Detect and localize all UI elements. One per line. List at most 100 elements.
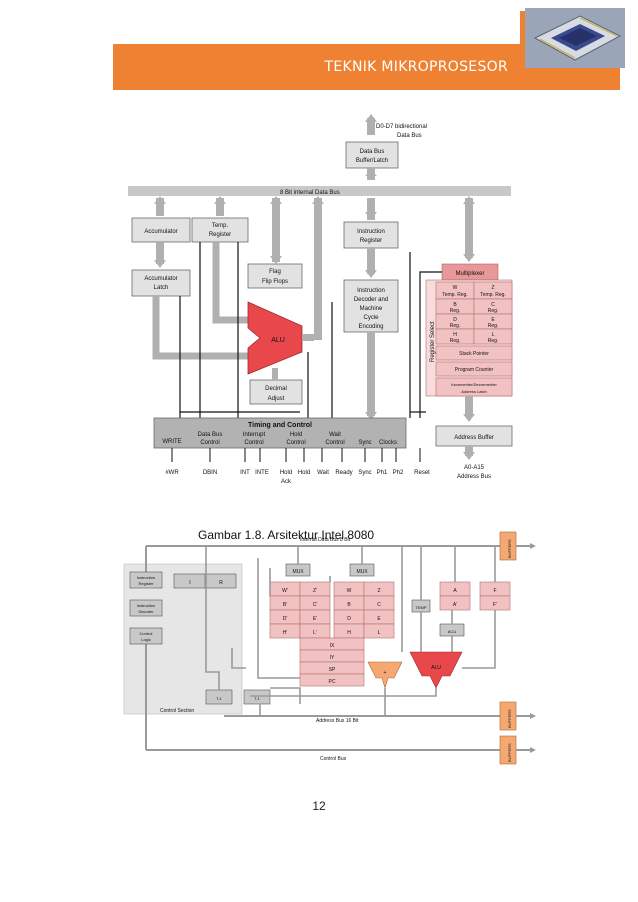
address-buffer-label: Address Buffer	[454, 435, 494, 441]
control-section-panel	[123, 563, 243, 715]
reg-c-prime: C'	[313, 602, 318, 608]
reg-d-suffix: Reg.	[450, 323, 461, 329]
instr-reg-label-2: Register	[139, 581, 155, 586]
timing-hold-2: Control	[286, 440, 305, 446]
reg-e-prime: E'	[313, 616, 317, 622]
page-number: 12	[312, 799, 326, 813]
sig-ph2: Ph2	[393, 470, 404, 476]
alu-label: ALU	[271, 337, 285, 344]
reg-l: L	[492, 332, 495, 338]
flag-label-1: Flag	[269, 269, 281, 275]
temp-register-label-1: Temp.	[212, 223, 229, 229]
buffers-top-label: BUFFERS	[507, 539, 512, 558]
ctrl-logic-label-2: Logic	[141, 637, 151, 642]
page-header-title: TEKNIK MIKROPROSESOR	[324, 59, 508, 75]
reg-d: D	[453, 317, 457, 323]
reg-l-prime: L'	[313, 630, 317, 636]
accumulator-latch-box	[131, 269, 191, 297]
reg-a: A	[453, 588, 457, 594]
control-bus-label: Control Bus	[320, 756, 347, 762]
reg-w-prime: W'	[282, 588, 288, 594]
reg-h: H	[453, 332, 457, 338]
ctrl-logic-label-1: Control	[140, 631, 153, 636]
address-bus-label-2: Address Bus	[457, 474, 491, 480]
reg-d-prime: D'	[283, 616, 288, 622]
sig-wr: #WR	[165, 470, 179, 476]
internal-data-bus	[128, 186, 511, 196]
stack-pointer: Stack Pointer	[459, 351, 489, 357]
data-bus-note-1: D0-D7 bidirectional	[376, 124, 427, 130]
program-counter: Program Counter	[455, 367, 494, 373]
reg-w: W	[453, 285, 458, 291]
alu-shape	[247, 301, 303, 375]
address-bus-label-2: Address Bus 16 Bit	[316, 718, 359, 724]
reg-i: I	[189, 580, 190, 586]
sig-hold-ack-1: Hold	[280, 470, 292, 476]
processor-chip-image	[525, 8, 625, 68]
acu-label: ACU	[448, 629, 457, 634]
processor-architecture-diagram-2: Control Section Internal Data Bus 8 Bit …	[123, 531, 536, 765]
reg-w-sub: Temp. Reg.	[442, 292, 468, 298]
reg-b: B	[453, 302, 457, 308]
reg-e: E	[491, 317, 495, 323]
flag-flip-flops-box	[247, 263, 303, 289]
timing-hold-1: Hold	[290, 432, 302, 438]
reg-d-2: D	[347, 616, 351, 622]
decoder-line-1: Instruction	[357, 288, 385, 294]
instr-dec-label-1: Instruction	[137, 603, 155, 608]
reg-a-prime: A'	[453, 602, 457, 608]
buffers-middle-label: BUFFERS	[507, 709, 512, 728]
instruction-register-box	[343, 221, 399, 249]
timing-dbc-2: Control	[200, 440, 219, 446]
reg-h-suffix: Reg.	[450, 338, 461, 344]
timing-int-1: Interrupt	[243, 432, 266, 438]
instruction-register-box-2	[129, 571, 163, 589]
reg-h-prime: H'	[283, 630, 288, 636]
data-bus-buffer-label-1: Data Bus	[360, 149, 385, 155]
timing-control-box	[153, 417, 407, 449]
timing-wait-1: Wait	[329, 432, 341, 438]
reg-pc: PC	[329, 679, 336, 685]
figure-caption: Gambar 1.8. Arsitektur Intel 8080	[198, 528, 375, 542]
reg-z: Z	[491, 285, 494, 291]
sig-wait: Wait	[317, 470, 329, 476]
buffers-bottom-label: BUFFERS	[507, 743, 512, 762]
sig-int: INT	[240, 470, 250, 476]
instr-dec-label-2: Decoder	[138, 609, 154, 614]
header-bar: TEKNIK MIKROPROSESOR	[113, 44, 520, 90]
reg-e-2: E	[377, 616, 381, 622]
reg-r: R	[219, 580, 223, 586]
data-bus-buffer-latch	[345, 141, 399, 169]
temp-label: TEMP	[415, 605, 426, 610]
timing-dbc-1: Data Bus	[198, 432, 223, 438]
sig-inte: INTE	[255, 470, 269, 476]
mux-right-label: MUX	[356, 569, 368, 575]
intel-8080-block-diagram: D0-D7 bidirectional Data Bus Data Bus Bu…	[128, 114, 513, 485]
timing-sync: Sync	[358, 440, 371, 446]
decoder-line-5: Encoding	[358, 324, 383, 330]
multiplexer-label: Multiplexer	[455, 271, 484, 277]
decimal-adjust-label-1: Decimal	[265, 386, 287, 392]
reg-l-2: L	[378, 630, 381, 636]
timing-title: Timing and Control	[248, 422, 312, 429]
decoder-line-2: Decoder and	[354, 297, 388, 303]
instr-reg-label-1: Instruction	[137, 575, 155, 580]
register-select-label: Register Select	[430, 321, 436, 362]
flag-label-2: Flip Flops	[262, 279, 288, 285]
reg-b-suffix: Reg.	[450, 308, 461, 314]
instruction-register-label-2: Register	[360, 238, 382, 244]
internal-bus-label: 8 Bit internal Data Bus	[280, 190, 340, 196]
reg-l-suffix: Reg.	[488, 338, 499, 344]
instruction-decoder-box	[343, 279, 399, 333]
sig-ph1: Ph1	[377, 470, 388, 476]
reg-b-2: B	[347, 602, 351, 608]
address-bus-label-1: A0-A15	[464, 465, 485, 471]
instruction-register-label-1: Instruction	[357, 229, 385, 235]
address-buffer-box	[435, 425, 513, 447]
temp-register-box	[191, 217, 249, 243]
t1-label-b: T-1	[254, 696, 261, 701]
inc-dec-label-1: Incrementer/Decrementer	[451, 382, 497, 387]
reg-f-prime: F'	[493, 602, 497, 608]
decoder-line-3: Machine	[360, 306, 383, 312]
sig-sync: Sync	[358, 470, 371, 476]
